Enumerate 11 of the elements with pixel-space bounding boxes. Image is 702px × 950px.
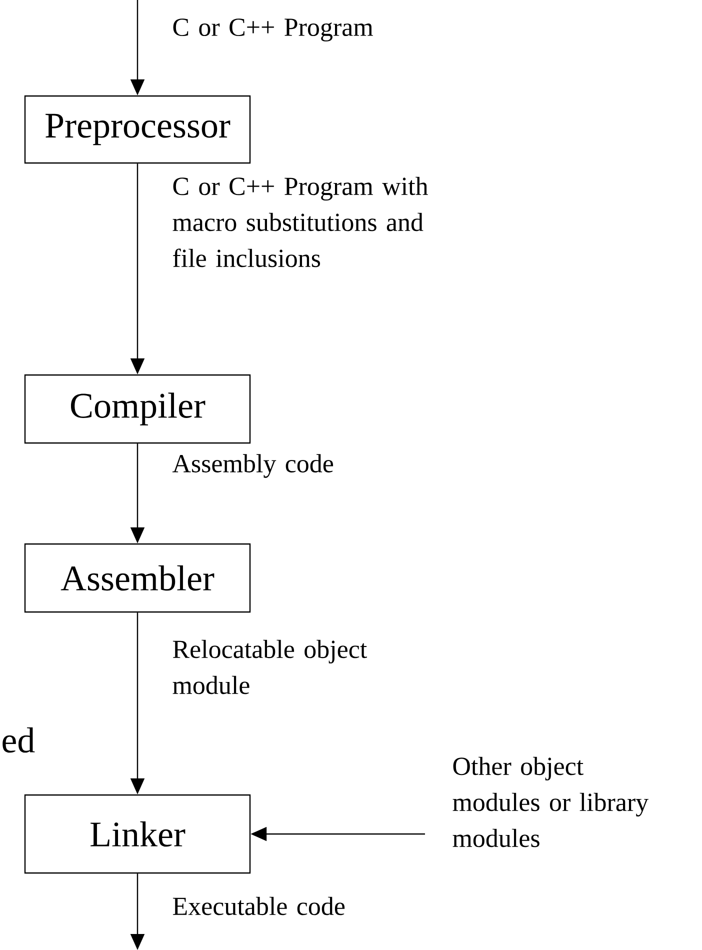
edge-label: C or C++ Program with macro substitutions and file inclusions [172,176,428,268]
edge-label: Relocatable object module [172,640,367,694]
edge-label: Assembly code [172,454,334,478]
edge-label: Executable code [172,896,345,916]
process-box: Compiler [24,374,251,444]
process-box: Assembler [24,543,251,613]
process-box: Preprocessor [24,95,251,164]
input-text: Other object modules or library modules [452,756,649,848]
cut-off-text: ed [2,727,35,753]
process-box: Linker [24,794,251,874]
edge-label: C or C++ Program [173,18,373,42]
